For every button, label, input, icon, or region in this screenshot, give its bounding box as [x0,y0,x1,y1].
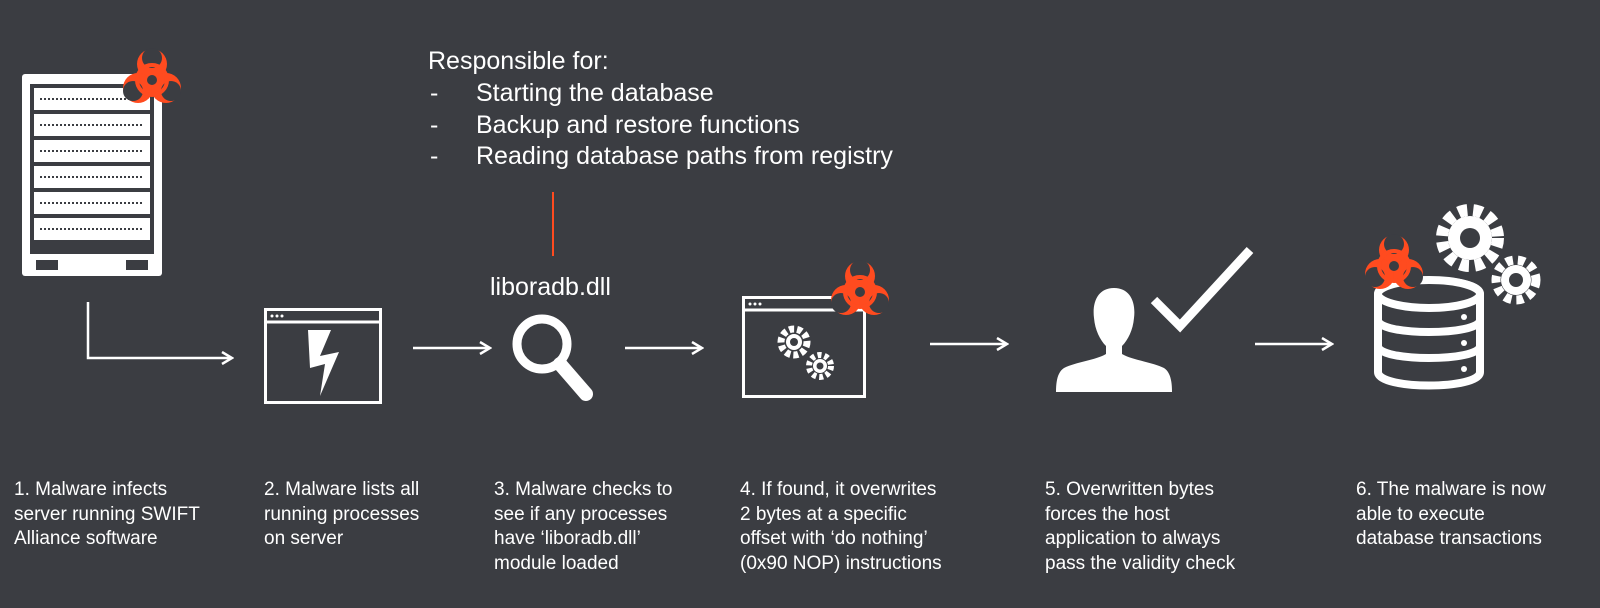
user-check-icon [1056,246,1254,392]
responsibilities-title: Responsible for: [428,47,609,75]
magnifier-icon [512,314,593,401]
server-icon [22,74,162,276]
step-6-caption: 6. The malware is now able to execute da… [1356,479,1546,549]
dll-label: liboradb.dll [490,273,611,301]
step-2-caption: 2. Malware lists all running processes o… [264,479,420,549]
bullet-dash: - [430,142,439,170]
biohazard-icon [123,48,181,103]
biohazard-icon [831,260,889,315]
step-5-caption: 5. Overwritten bytes forces the host app… [1045,479,1236,574]
arrow-step1-to-step2 [86,302,232,358]
gear-window-icon [742,296,866,398]
bullet-dash: - [430,79,439,107]
step-1-caption: 1. Malware infects server running SWIFT … [14,479,200,549]
step-3-caption: 3. Malware checks to see if any processe… [494,479,673,574]
lightning-window-icon [264,308,382,404]
biohazard-icon [1365,234,1423,289]
bullet-dash: - [430,110,439,139]
step-4-caption: 4. If found, it overwrites 2 bytes at a … [740,479,942,574]
